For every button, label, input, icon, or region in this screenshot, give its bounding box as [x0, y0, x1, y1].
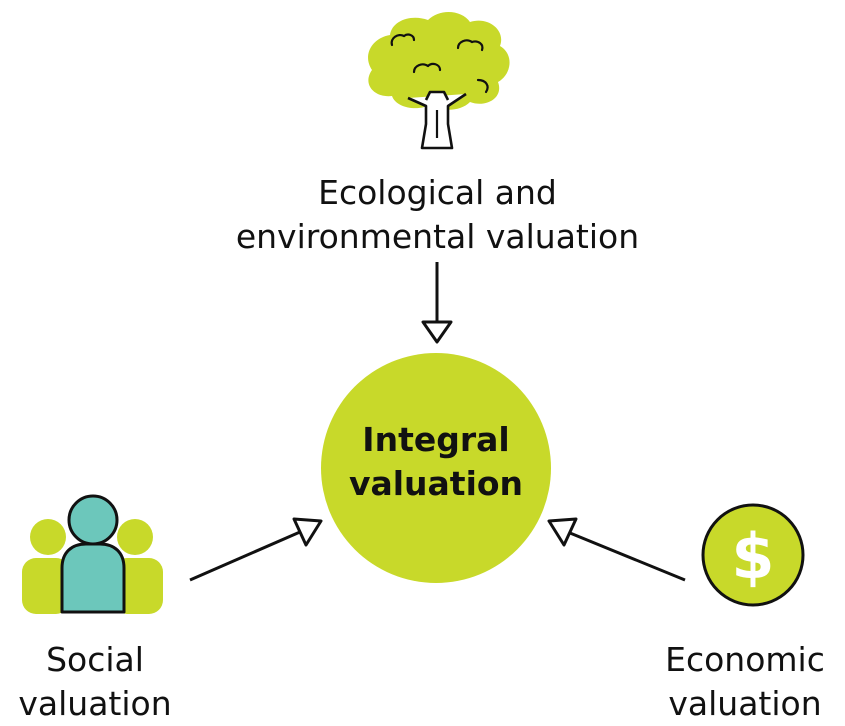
arrow-economic-to-center: [547, 517, 686, 582]
dollar-sign: $: [731, 520, 774, 593]
center-node-label: Integral valuation: [320, 418, 552, 506]
arrow-social-to-center: [189, 517, 323, 582]
arrow-ecological-to-center: [421, 262, 453, 344]
social-label-line1: Social: [46, 640, 144, 679]
social-label-line2: valuation: [18, 684, 172, 723]
ecological-node-label: Ecological and environmental valuation: [195, 171, 680, 259]
center-label-line1: Integral: [362, 420, 510, 459]
dollar-coin-icon: $: [701, 503, 805, 607]
ecological-label-line1: Ecological and: [318, 173, 557, 212]
social-node-label: Social valuation: [0, 638, 190, 726]
economic-label-line1: Economic: [665, 640, 825, 679]
economic-node-label: Economic valuation: [645, 638, 845, 726]
ecological-label-line2: environmental valuation: [235, 217, 640, 256]
center-label-line2: valuation: [348, 464, 524, 503]
tree-icon: [368, 11, 510, 150]
center-circle: [321, 353, 551, 583]
people-icon: [22, 494, 163, 614]
economic-label-line2: valuation: [668, 684, 822, 723]
